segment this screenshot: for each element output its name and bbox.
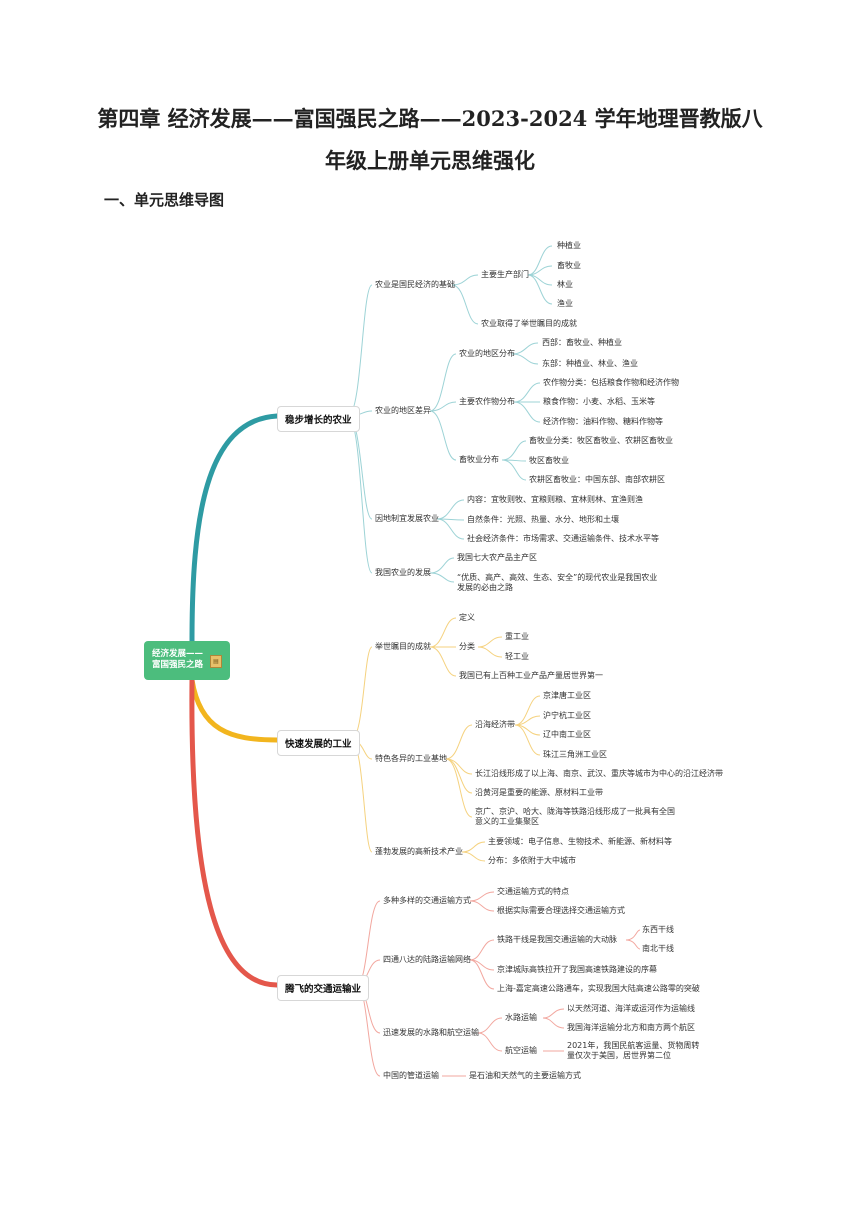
node-coastal[interactable]: 沿海经济带: [475, 720, 515, 729]
node-zhongzhi[interactable]: 种植业: [557, 241, 581, 250]
node-xumu[interactable]: 畜牧业: [557, 261, 581, 270]
node-nature[interactable]: 自然条件：光照、热量、水分、地形和土壤: [467, 515, 619, 524]
node-crop-cls[interactable]: 农作物分类：包括粮食作物和经济作物: [543, 378, 679, 387]
node-east[interactable]: 东部：种植业、林业、渔业: [542, 359, 638, 368]
node-west[interactable]: 西部：畜牧业、种植业: [542, 338, 622, 347]
node-hightech[interactable]: 蓬勃发展的高新技术产业: [375, 847, 463, 856]
branch-industry[interactable]: 快速发展的工业: [277, 730, 360, 756]
node-air[interactable]: 航空运输: [505, 1046, 537, 1055]
node-choose[interactable]: 根据实际需要合理选择交通运输方式: [497, 906, 625, 915]
node-jingjin[interactable]: 京津城际高铁拉开了我国高速铁路建设的序幕: [497, 965, 657, 974]
branch-transport[interactable]: 腾飞的交通运输业: [277, 975, 370, 1001]
section-heading: 一、单元思维导图: [104, 191, 225, 209]
node-grain[interactable]: 粮食作物：小麦、水稻、玉米等: [543, 397, 655, 406]
node-sea-route[interactable]: 我国海洋运输分北方和南方两个航区: [567, 1023, 695, 1032]
node-main-dept[interactable]: 主要生产部门: [481, 270, 529, 279]
node-agri-develop[interactable]: 我国农业的发展: [375, 568, 431, 577]
root-topic-line2: 富国强民之路: [152, 660, 204, 670]
node-category[interactable]: 分类: [459, 642, 475, 651]
node-region[interactable]: 农业的地区分布: [459, 349, 515, 358]
node-rivers[interactable]: 以天然河道、海洋或运河作为运输线: [567, 1004, 695, 1013]
node-local[interactable]: 因地制宜发展农业: [375, 514, 439, 523]
node-linye[interactable]: 林业: [557, 280, 573, 289]
node-modern[interactable]: “优质、高产、高效、生态、安全”的现代农业是我国农业发展的必由之路: [457, 573, 658, 592]
node-hus-cls[interactable]: 畜牧业分类：牧区畜牧业、农耕区畜牧业: [529, 436, 673, 445]
node-pastoral[interactable]: 牧区畜牧业: [529, 456, 569, 465]
node-seven[interactable]: 我国七大农产品主产区: [457, 553, 537, 562]
node-crops[interactable]: 主要农作物分布: [459, 397, 515, 406]
node-agri-achieve[interactable]: 农业取得了举世瞩目的成就: [481, 319, 577, 328]
node-definition[interactable]: 定义: [459, 613, 475, 622]
node-east-west[interactable]: 东西干线: [642, 925, 674, 934]
node-air-fact[interactable]: 2021年，我国民航客运量、货物周转量仅次于美国，居世界第二位: [567, 1041, 700, 1060]
document-title-line2: 年级上册单元思维强化: [325, 148, 535, 173]
node-yangtze[interactable]: 长江沿线形成了以上海、南京、武汉、重庆等城市为中心的沿江经济带: [475, 769, 723, 778]
node-light[interactable]: 轻工业: [505, 652, 529, 661]
node-agri-base[interactable]: 农业是国民经济的基础: [375, 280, 455, 289]
node-bases[interactable]: 特色各异的工业基地: [375, 754, 447, 763]
node-water-air[interactable]: 迅速发展的水路和航空运输: [383, 1028, 479, 1037]
node-content[interactable]: 内容：宜牧则牧、宜粮则粮、宜林则林、宜渔则渔: [467, 495, 643, 504]
node-huninghang[interactable]: 沪宁杭工业区: [543, 711, 591, 720]
book-icon: ▤: [210, 655, 222, 668]
node-yellow[interactable]: 沿黄河是重要的能源、原材料工业带: [475, 788, 603, 797]
node-land[interactable]: 四通八达的陆路运输网络: [383, 955, 471, 964]
node-ind-achieve[interactable]: 举世瞩目的成就: [375, 642, 431, 651]
node-pipe-fact[interactable]: 是石油和天然气的主要运输方式: [469, 1071, 581, 1080]
node-north-south[interactable]: 南北干线: [642, 944, 674, 953]
node-hujia[interactable]: 上海-嘉定高速公路通车，实现我国大陆高速公路零的突破: [497, 984, 700, 993]
node-agri-diff[interactable]: 农业的地区差异: [375, 406, 431, 415]
document-title-line1: 第四章 经济发展——富国强民之路——2023-2024 学年地理晋教版八: [97, 106, 763, 131]
node-fields[interactable]: 主要领域：电子信息、生物技术、新能源、新材料等: [488, 837, 672, 846]
node-heavy[interactable]: 重工业: [505, 632, 529, 641]
root-topic[interactable]: 经济发展—— 富国强民之路 ▤: [144, 641, 230, 680]
node-cash[interactable]: 经济作物：油料作物、糖料作物等: [543, 417, 663, 426]
node-liaozhongnan[interactable]: 辽中南工业区: [543, 730, 591, 739]
node-rail-belt[interactable]: 京广、京沪、哈大、陇海等铁路沿线形成了一批具有全国意义的工业集聚区: [475, 807, 675, 826]
root-topic-line1: 经济发展——: [152, 649, 204, 659]
node-zhusanjiao[interactable]: 珠江三角洲工业区: [543, 750, 607, 759]
node-railway[interactable]: 铁路干线是我国交通运输的大动脉: [497, 935, 617, 944]
node-features[interactable]: 交通运输方式的特点: [497, 887, 569, 896]
node-modes[interactable]: 多种多样的交通运输方式: [383, 896, 471, 905]
node-husbandry[interactable]: 畜牧业分布: [459, 455, 499, 464]
node-hundred[interactable]: 我国已有上百种工业产品产量居世界第一: [459, 671, 603, 680]
node-yuye[interactable]: 渔业: [557, 299, 573, 308]
node-farming[interactable]: 农耕区畜牧业：中国东部、南部农耕区: [529, 475, 665, 484]
node-pipeline[interactable]: 中国的管道运输: [383, 1071, 439, 1080]
node-water[interactable]: 水路运输: [505, 1013, 537, 1022]
node-jingjintang[interactable]: 京津唐工业区: [543, 691, 591, 700]
branch-agriculture[interactable]: 稳步增长的农业: [277, 406, 360, 432]
node-distribution[interactable]: 分布：多依附于大中城市: [488, 856, 576, 865]
node-social[interactable]: 社会经济条件：市场需求、交通运输条件、技术水平等: [467, 534, 659, 543]
